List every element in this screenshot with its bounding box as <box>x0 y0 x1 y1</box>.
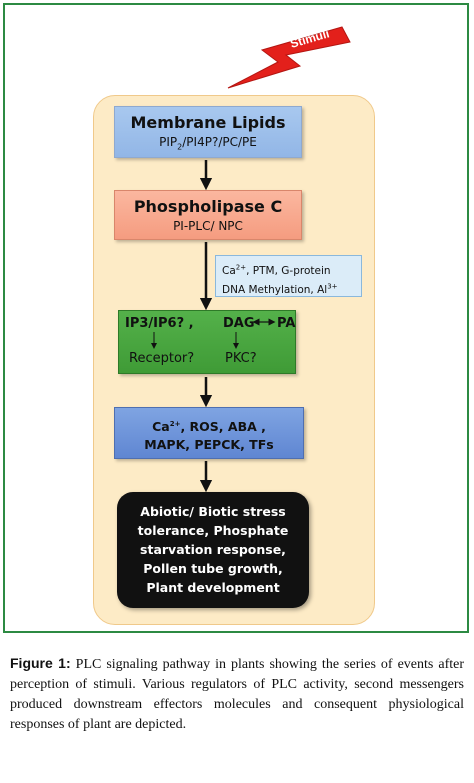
membrane-lipids-rest: /PI4P?/PC/PE <box>182 135 257 149</box>
regulators-ca-charge: 2+ <box>235 263 247 271</box>
pa-label: PA <box>277 316 296 331</box>
downstream-effectors-box: Ca2+, ROS, ABA , MAPK, PEPCK, TFs <box>114 407 304 459</box>
response-line-2: tolerance, Phosphate <box>137 523 289 538</box>
response-line-5: Plant development <box>146 580 280 595</box>
effectors-ca: Ca <box>152 419 170 435</box>
figure-label: Figure 1: <box>10 655 71 671</box>
regulators-ca: Ca <box>222 264 236 277</box>
pkc-label: PKC? <box>225 351 257 366</box>
response-line-1: Abiotic/ Biotic stress <box>140 504 286 519</box>
receptor-label: Receptor? <box>129 351 195 366</box>
regulators-al-charge: 3+ <box>327 282 338 291</box>
phospholipase-c-title: Phospholipase C <box>133 197 283 216</box>
membrane-lipids-pip: PIP <box>159 135 178 149</box>
figure-caption: Figure 1: PLC signaling pathway in plant… <box>10 653 464 735</box>
membrane-lipids-title: Membrane Lipids <box>130 113 286 132</box>
phospholipase-c-box: Phospholipase C PI-PLC/ NPC <box>114 190 302 240</box>
effectors-line-1: Ca2+, ROS, ABA , <box>115 408 303 436</box>
regulators-methylation: DNA Methylation, Al <box>222 284 328 296</box>
physiological-responses-box: Abiotic/ Biotic stress tolerance, Phosph… <box>117 492 309 608</box>
phospholipase-c-types: PI-PLC/ NPC <box>173 219 243 233</box>
stimuli-bolt-icon <box>227 26 351 89</box>
regulators-line-1: Ca2+, PTM, G-protein <box>222 263 331 277</box>
regulators-line-1-rest: , PTM, G-protein <box>246 264 331 277</box>
dag-label: DAG <box>223 316 255 331</box>
figure-caption-text: PLC signaling pathway in plants showing … <box>10 657 465 732</box>
membrane-lipids-box: Membrane Lipids PIP2/PI4P?/PC/PE <box>114 106 302 158</box>
regulators-box: Ca2+, PTM, G-protein DNA Methylation, Al… <box>215 255 362 297</box>
effectors-ca-charge: 2+ <box>169 420 181 428</box>
effectors-line-1-rest: , ROS, ABA , <box>180 419 266 435</box>
membrane-lipids-list: PIP2/PI4P?/PC/PE <box>115 135 301 151</box>
regulators-line-2: DNA Methylation, Al3+ <box>222 282 338 297</box>
effectors-line-2: MAPK, PEPCK, TFs <box>144 437 274 453</box>
membrane-lipids-subscript: 2 <box>177 142 183 152</box>
response-line-4: Pollen tube growth, <box>143 561 283 576</box>
ip3-label: IP3/IP6? , <box>125 316 194 331</box>
pathway-arrows: Stimuli <box>151 26 351 493</box>
response-line-3: starvation response, <box>140 542 286 557</box>
